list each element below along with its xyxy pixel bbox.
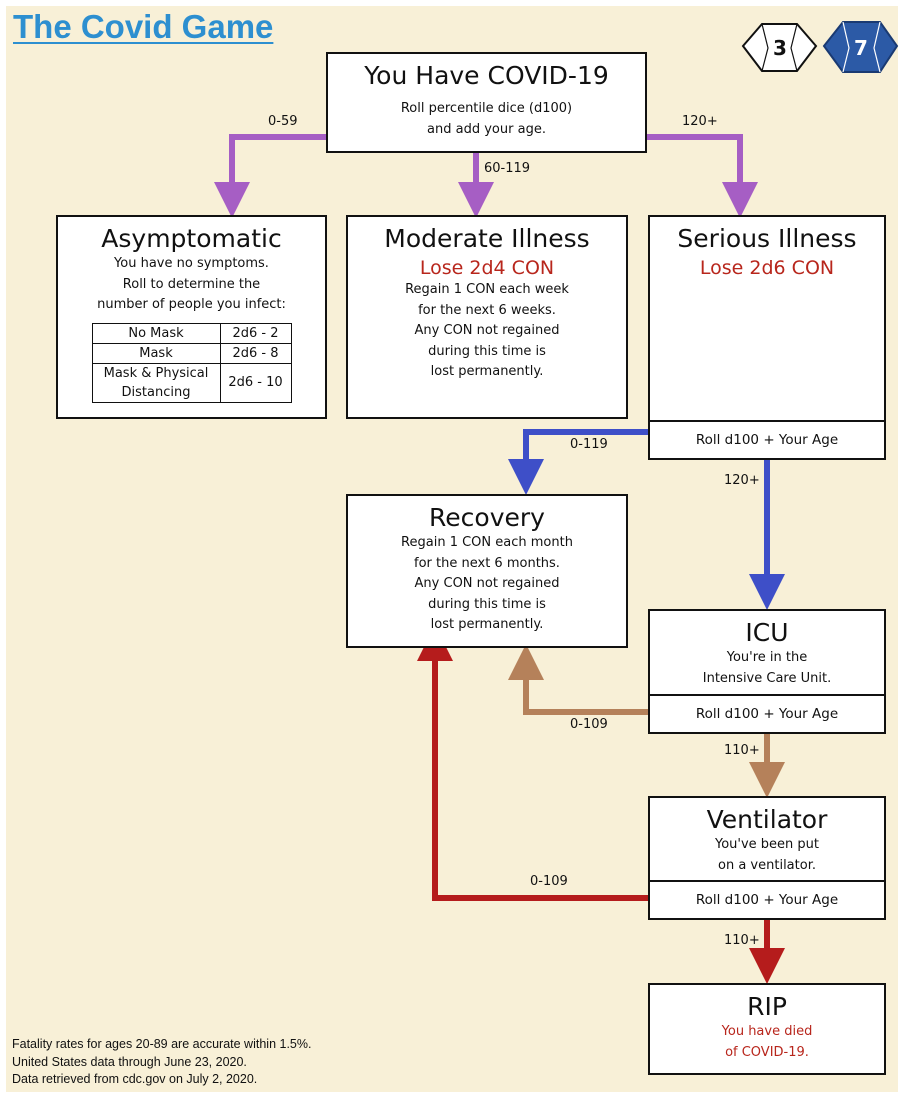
table-cell-label: Mask xyxy=(91,342,221,364)
recovery-line-3: Any CON not regained xyxy=(414,576,560,591)
footer-note: Fatality rates for ages 20-89 are accura… xyxy=(12,1036,311,1089)
table-cell-value: 2d6 - 2 xyxy=(219,322,292,344)
serious-title: Serious Illness xyxy=(677,224,857,253)
branch-label-left: 0-59 xyxy=(268,114,298,129)
asymptomatic-box: Asymptomatic You have no symptoms. Roll … xyxy=(56,215,327,419)
recovery-line-1: Regain 1 CON each month xyxy=(401,535,573,550)
asymptomatic-line-2: Roll to determine the xyxy=(122,276,261,292)
moderate-line-1: Regain 1 CON each week xyxy=(405,282,569,297)
serious-low-label: 0-119 xyxy=(570,437,608,452)
ventilator-box: Ventilator You've been put on a ventilat… xyxy=(648,796,886,920)
dice-icons: 3 7 xyxy=(741,21,899,73)
ventilator-roll-bar: Roll d100 + Your Age xyxy=(650,880,884,918)
table-cell-label: Mask & Physical Distancing xyxy=(91,362,221,403)
start-line-1: Roll percentile dice (d100) xyxy=(400,101,573,116)
rip-title: RIP xyxy=(747,992,787,1021)
asymptomatic-title: Asymptomatic xyxy=(101,224,282,253)
moderate-line-3: Any CON not regained xyxy=(414,323,560,338)
moderate-line-2: for the next 6 weeks. xyxy=(418,302,556,318)
serious-roll-bar: Roll d100 + Your Age xyxy=(650,420,884,458)
ventilator-line-2: on a ventilator. xyxy=(718,857,816,873)
serious-high-label: 120+ xyxy=(724,473,760,488)
footer-line-3: Data retrieved from cdc.gov on July 2, 2… xyxy=(12,1072,258,1086)
ventilator-title: Ventilator xyxy=(706,805,828,834)
ventilator-low-label: 0-109 xyxy=(530,874,568,889)
icu-low-label: 0-109 xyxy=(570,717,608,732)
serious-illness-box: Serious Illness Lose 2d6 CON Roll d100 +… xyxy=(648,215,886,460)
icu-line-2: Intensive Care Unit. xyxy=(702,670,832,686)
start-line-2: and add your age. xyxy=(427,121,546,137)
branch-label-middle: 60-119 xyxy=(484,161,531,176)
icu-box: ICU You're in the Intensive Care Unit. R… xyxy=(648,609,886,734)
moderate-illness-box: Moderate Illness Lose 2d4 CON Regain 1 C… xyxy=(346,215,628,419)
arrow-ventilator-to-recovery xyxy=(417,625,649,901)
footer-line-1: Fatality rates for ages 20-89 are accura… xyxy=(12,1037,312,1051)
moderate-line-4: during this time is xyxy=(428,343,546,359)
rip-box: RIP You have died of COVID-19. xyxy=(648,983,886,1075)
moderate-con-loss: Lose 2d4 CON xyxy=(419,257,555,279)
moderate-line-5: lost permanently. xyxy=(430,364,544,379)
arrow-serious-to-recovery xyxy=(508,429,649,495)
arrow-to-asymptomatic xyxy=(214,134,327,218)
recovery-line-5: lost permanently. xyxy=(430,617,544,632)
table-row: Mask 2d6 - 8 xyxy=(91,342,292,364)
rip-line-1: You have died xyxy=(721,1024,813,1039)
page-title: The Covid Game xyxy=(13,8,274,45)
start-box: You Have COVID-19 Roll percentile dice (… xyxy=(326,52,647,153)
table-row: No Mask 2d6 - 2 xyxy=(91,322,292,344)
arrow-to-serious xyxy=(646,134,758,218)
table-row: Mask & Physical Distancing 2d6 - 10 xyxy=(91,362,292,403)
icu-title: ICU xyxy=(745,618,789,647)
table-cell-label: No Mask xyxy=(91,322,221,344)
ventilator-line-1: You've been put xyxy=(714,837,819,852)
icu-roll-bar: Roll d100 + Your Age xyxy=(650,694,884,732)
recovery-box: Recovery Regain 1 CON each month for the… xyxy=(346,494,628,648)
ventilator-high-label: 110+ xyxy=(724,933,760,948)
branch-label-right: 120+ xyxy=(682,114,718,129)
icu-line-1: You're in the xyxy=(726,650,808,665)
table-cell-value: 2d6 - 8 xyxy=(219,342,292,364)
icu-high-label: 110+ xyxy=(724,743,760,758)
recovery-title: Recovery xyxy=(429,503,545,532)
die-number-right: 7 xyxy=(854,36,868,60)
moderate-title: Moderate Illness xyxy=(384,224,590,253)
rip-line-2: of COVID-19. xyxy=(725,1044,809,1060)
infection-table: No Mask 2d6 - 2 Mask 2d6 - 8 Mask & Phys… xyxy=(91,322,292,403)
recovery-line-4: during this time is xyxy=(428,596,546,612)
die-number-left: 3 xyxy=(773,36,787,60)
serious-con-loss: Lose 2d6 CON xyxy=(699,257,835,279)
recovery-line-2: for the next 6 months. xyxy=(414,555,560,571)
asymptomatic-line-1: You have no symptoms. xyxy=(114,256,269,271)
arrow-icu-to-recovery xyxy=(508,644,649,715)
table-cell-value: 2d6 - 10 xyxy=(219,362,292,403)
start-title: You Have COVID-19 xyxy=(364,61,609,90)
asymptomatic-line-3: number of people you infect: xyxy=(97,297,286,312)
footer-line-2: United States data through June 23, 2020… xyxy=(12,1054,247,1069)
